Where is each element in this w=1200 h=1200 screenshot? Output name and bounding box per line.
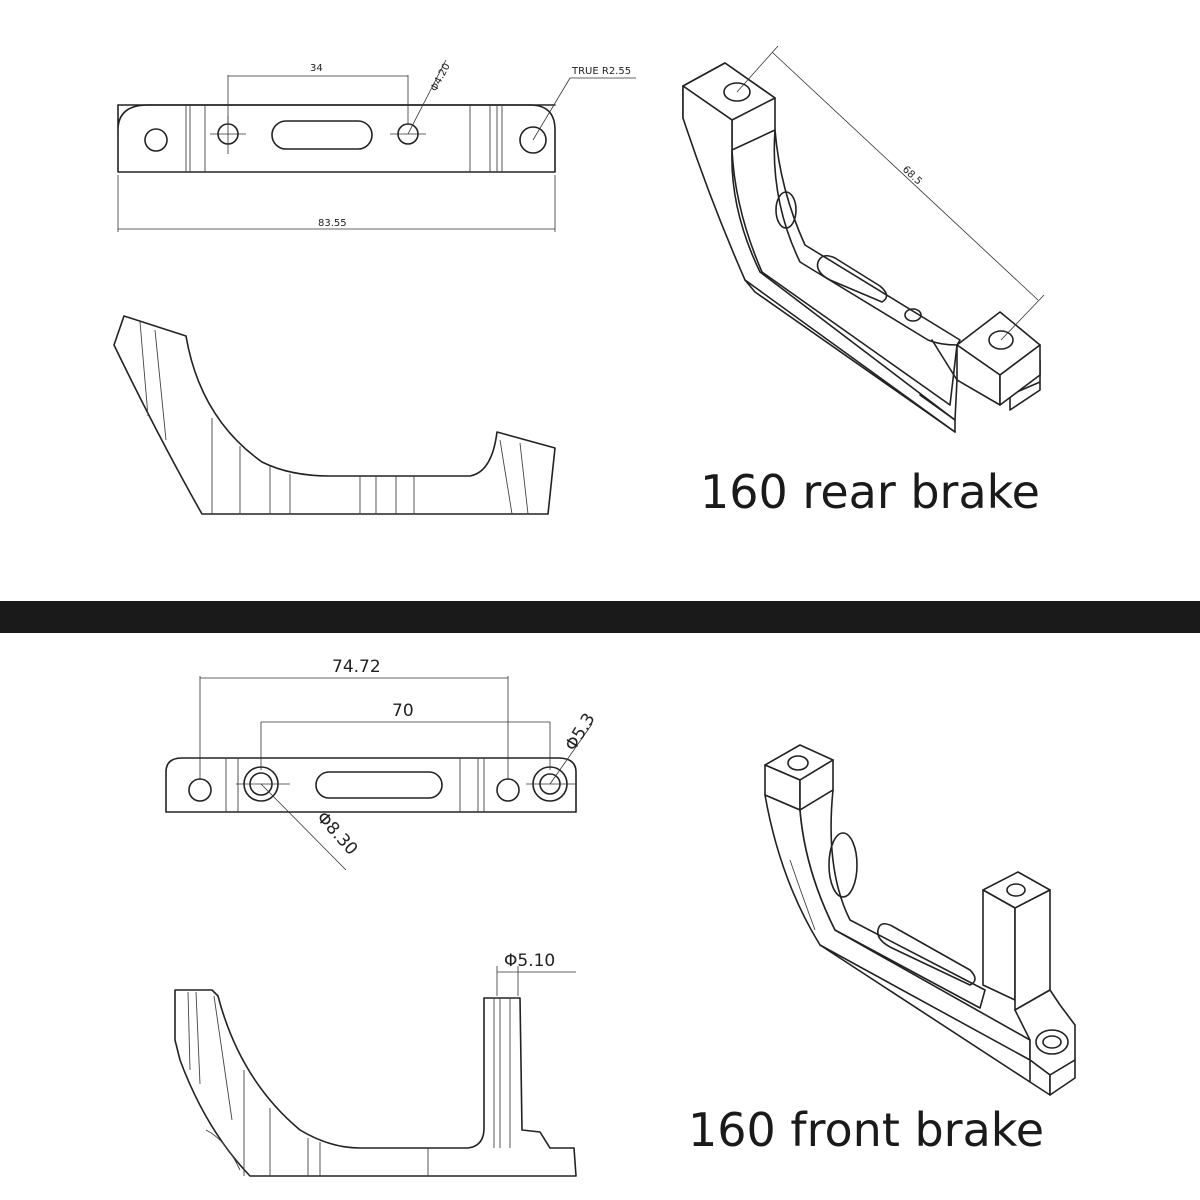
section-divider (0, 601, 1200, 633)
front-caption: 160 front brake (688, 1103, 1044, 1157)
rear-dim-length: 83.55 (318, 218, 347, 229)
front-dim-inner: 70 (392, 701, 414, 721)
front-brake-section: 74.72 70 Φ5.3 Φ8.30 (165, 657, 1076, 1177)
rear-isometric-view: 68.5 (682, 45, 1045, 433)
rear-brake-section: 34 Φ4.20 TRUE R2.55 83.55 (113, 45, 1045, 519)
front-dim-outer: 74.72 (332, 657, 381, 677)
rear-dim-spacing: 34 (310, 63, 323, 74)
front-top-view: 74.72 70 Φ5.3 Φ8.30 (165, 657, 600, 871)
rear-dim-diagonal: 68.5 (900, 164, 924, 187)
rear-top-view: 34 Φ4.20 TRUE R2.55 83.55 (117, 59, 636, 232)
front-dim-hole-small: Φ5.3 (561, 710, 599, 755)
rear-dim-hole: Φ4.20 (429, 62, 453, 94)
rear-side-view (113, 315, 556, 515)
front-side-view: Φ5.10 (174, 951, 577, 1177)
front-dim-hole-large: Φ8.30 (312, 808, 361, 859)
front-isometric-view (764, 744, 1076, 1096)
rear-caption: 160 rear brake (700, 465, 1040, 519)
rear-dim-radius: TRUE R2.55 (571, 66, 631, 77)
front-dim-post: Φ5.10 (504, 951, 555, 971)
